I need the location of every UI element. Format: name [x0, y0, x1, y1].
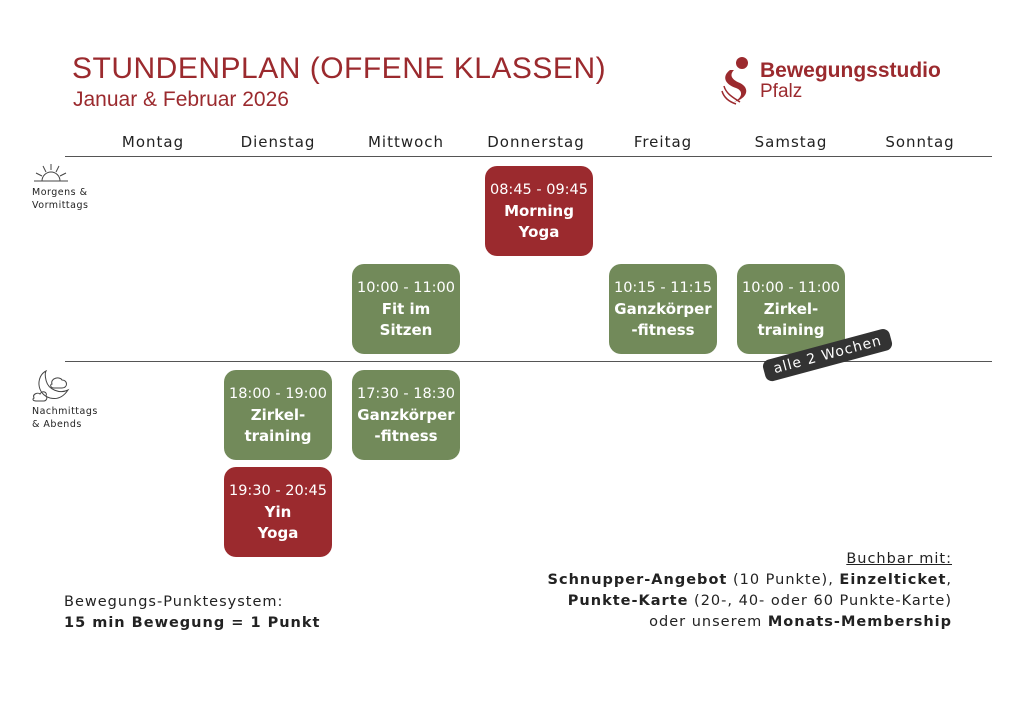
divider — [65, 156, 992, 157]
booking-info: Buchbar mit: Schnupper-Angebot (10 Punkt… — [547, 551, 952, 630]
day-header: Freitag — [633, 133, 693, 151]
logo-icon — [721, 57, 748, 105]
brand-location: Pfalz — [760, 81, 803, 102]
page-title: STUNDENPLAN (OFFENE KLASSEN) — [72, 52, 607, 85]
section-label-morning: Morgens &Vormittags — [32, 187, 89, 211]
day-header: Mittwoch — [367, 133, 445, 151]
day-header: Dienstag — [240, 133, 316, 151]
day-header: Montag — [121, 133, 185, 151]
points-info: Bewegungs-Punktesystem:15 min Bewegung =… — [64, 594, 321, 631]
section-label-evening: Nachmittags& Abends — [32, 406, 98, 430]
moon-cloud-icon — [32, 369, 70, 402]
day-header: Donnerstag — [487, 133, 585, 151]
page-subtitle: Januar & Februar 2026 — [73, 88, 289, 111]
divider — [65, 361, 992, 362]
day-header: Samstag — [754, 133, 828, 151]
brand-name: Bewegungsstudio — [760, 59, 941, 82]
sunrise-icon — [34, 164, 68, 182]
day-header: Sonntag — [885, 133, 955, 151]
